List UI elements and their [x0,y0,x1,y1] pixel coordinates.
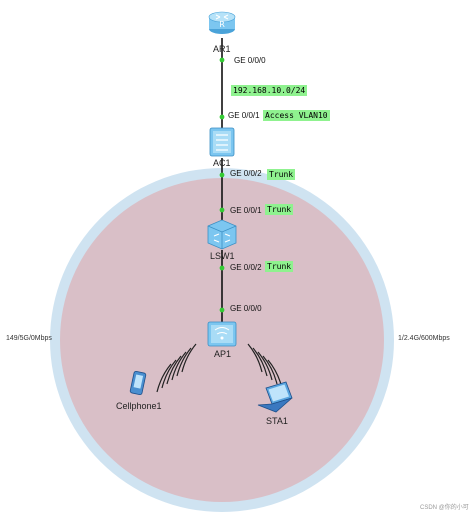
port-label-ac1-ge001: GE 0/0/1 [228,111,260,120]
trunk-tag: Trunk [267,169,296,180]
switch-icon[interactable] [207,219,237,250]
port-status-dot [219,114,225,120]
port-label-lsw1-ge002: GE 0/0/2 [230,263,262,272]
trunk-tag: Trunk [265,261,294,272]
port-status-dot [219,172,225,178]
port-label-ac1-ge002: GE 0/0/2 [230,169,262,178]
port-status-dot [219,307,225,313]
device-label-lsw1: LSW1 [210,251,235,261]
trunk-tag: Trunk [265,204,294,215]
port-status-dot [219,265,225,271]
radio-label-left: 149/5G/0Mbps [6,335,52,342]
vlan-tag: Access VLAN10 [263,110,330,121]
access-controller-icon[interactable] [209,127,235,157]
subnet-tag: 192.168.10.0/24 [231,85,308,96]
access-point-icon[interactable] [207,321,237,347]
laptop-icon[interactable] [257,381,293,413]
port-label-ap1-ge000: GE 0/0/0 [230,304,262,313]
wireless-signal-left [156,343,197,393]
port-label-ar1-ge000: GE 0/0/0 [234,56,266,65]
svg-text:R: R [219,20,225,29]
device-label-cellphone1: Cellphone1 [116,401,162,411]
watermark: CSDN @你的小可 [420,505,469,511]
device-label-ar1: AR1 [213,44,231,54]
cellphone-icon[interactable] [129,370,147,396]
port-status-dot [219,207,225,213]
radio-label-right: 1/2.4G/600Mbps [398,335,450,342]
device-label-sta1: STA1 [266,416,288,426]
router-icon[interactable]: R [208,11,236,34]
device-label-ac1: AC1 [213,158,231,168]
device-label-ap1: AP1 [214,349,232,359]
port-status-dot [219,57,225,63]
port-label-lsw1-ge001: GE 0/0/1 [230,206,262,215]
